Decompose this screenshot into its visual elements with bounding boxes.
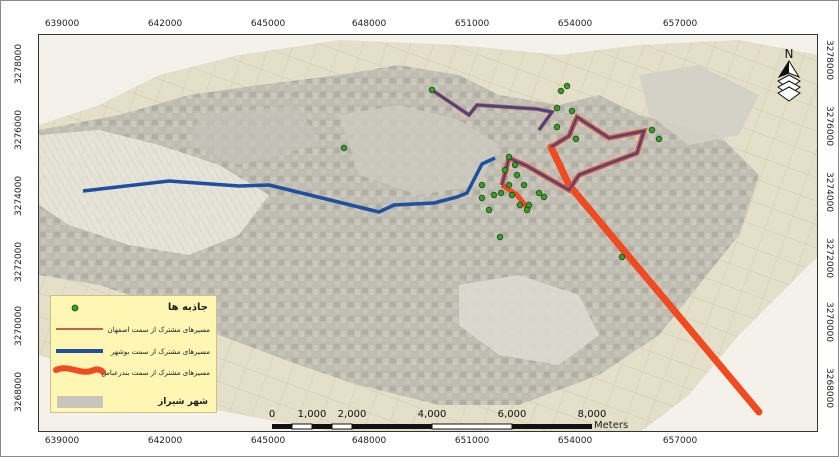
map-svg — [39, 40, 817, 431]
x-tick-label-top: 639000 — [44, 19, 80, 29]
scale-bar — [272, 423, 592, 430]
legend-attraction-symbol — [71, 304, 79, 312]
attraction-points[interactable] — [340, 82, 663, 261]
y-tick-label-left: 3278000 — [14, 43, 24, 84]
scale-unit: Meters — [594, 420, 629, 431]
y-tick-label-right: 3278000 — [824, 40, 834, 81]
x-tick-label-bottom: 645000 — [250, 436, 286, 446]
north-arrow-icon: N — [777, 47, 801, 102]
x-tick-label-top: 657000 — [662, 19, 698, 29]
scale-tick-label: 4,000 — [417, 409, 447, 420]
scale-tick-label: 0 — [268, 409, 276, 420]
y-tick-label-left: 3274000 — [14, 175, 24, 216]
y-tick-label-left: 3276000 — [14, 109, 24, 150]
x-tick-label-bottom: 651000 — [454, 436, 490, 446]
x-tick-label-bottom: 639000 — [44, 436, 80, 446]
city-area — [39, 40, 817, 431]
legend-symbols — [53, 304, 106, 408]
legend-bushehr-label: مسیرهای مشترک از سمت بوشهر — [110, 348, 210, 356]
map-legend: جاذبه ها مسیرهای مشترک از سمت اصفهان مسی… — [50, 295, 217, 413]
y-tick-label-left: 3268000 — [14, 371, 24, 412]
legend-bandarabbas-label: مسیرهای مشترک از سمت بندرعباس — [101, 369, 210, 377]
x-tick-label-top: 651000 — [454, 19, 490, 29]
y-tick-label-left: 3270000 — [14, 305, 24, 346]
y-tick-label-right: 3270000 — [824, 302, 834, 343]
x-tick-label-bottom: 657000 — [662, 436, 698, 446]
x-tick-label-top: 645000 — [250, 19, 286, 29]
x-tick-label-top: 654000 — [557, 19, 593, 29]
north-label: N — [785, 47, 794, 61]
x-tick-label-bottom: 642000 — [147, 436, 183, 446]
x-tick-label-bottom: 648000 — [351, 436, 387, 446]
y-tick-label-right: 3276000 — [824, 106, 834, 147]
scale-tick-label: 2,000 — [337, 409, 367, 420]
bushehr-route[interactable] — [82, 88, 646, 214]
legend-bandarabbas-symbol — [53, 365, 106, 375]
scale-tick-label: 6,000 — [497, 409, 527, 420]
legend-city-symbol — [57, 396, 103, 408]
legend-isfahan-label: مسیرهای مشترک از سمت اصفهان — [107, 326, 210, 334]
legend-city-label: شهر شیراز — [158, 397, 208, 407]
x-tick-label-top: 642000 — [147, 19, 183, 29]
x-tick-label-bottom: 654000 — [557, 436, 593, 446]
y-tick-label-right: 3274000 — [824, 172, 834, 213]
scale-tick-label: 8,000 — [577, 409, 607, 420]
y-tick-label-left: 3272000 — [14, 241, 24, 282]
scale-tick-label: 1,000 — [297, 409, 327, 420]
y-tick-label-right: 3268000 — [824, 368, 834, 409]
y-tick-label-right: 3272000 — [824, 238, 834, 279]
x-tick-label-top: 648000 — [351, 19, 387, 29]
legend-attractions-label: جاذبه ها — [167, 302, 208, 313]
